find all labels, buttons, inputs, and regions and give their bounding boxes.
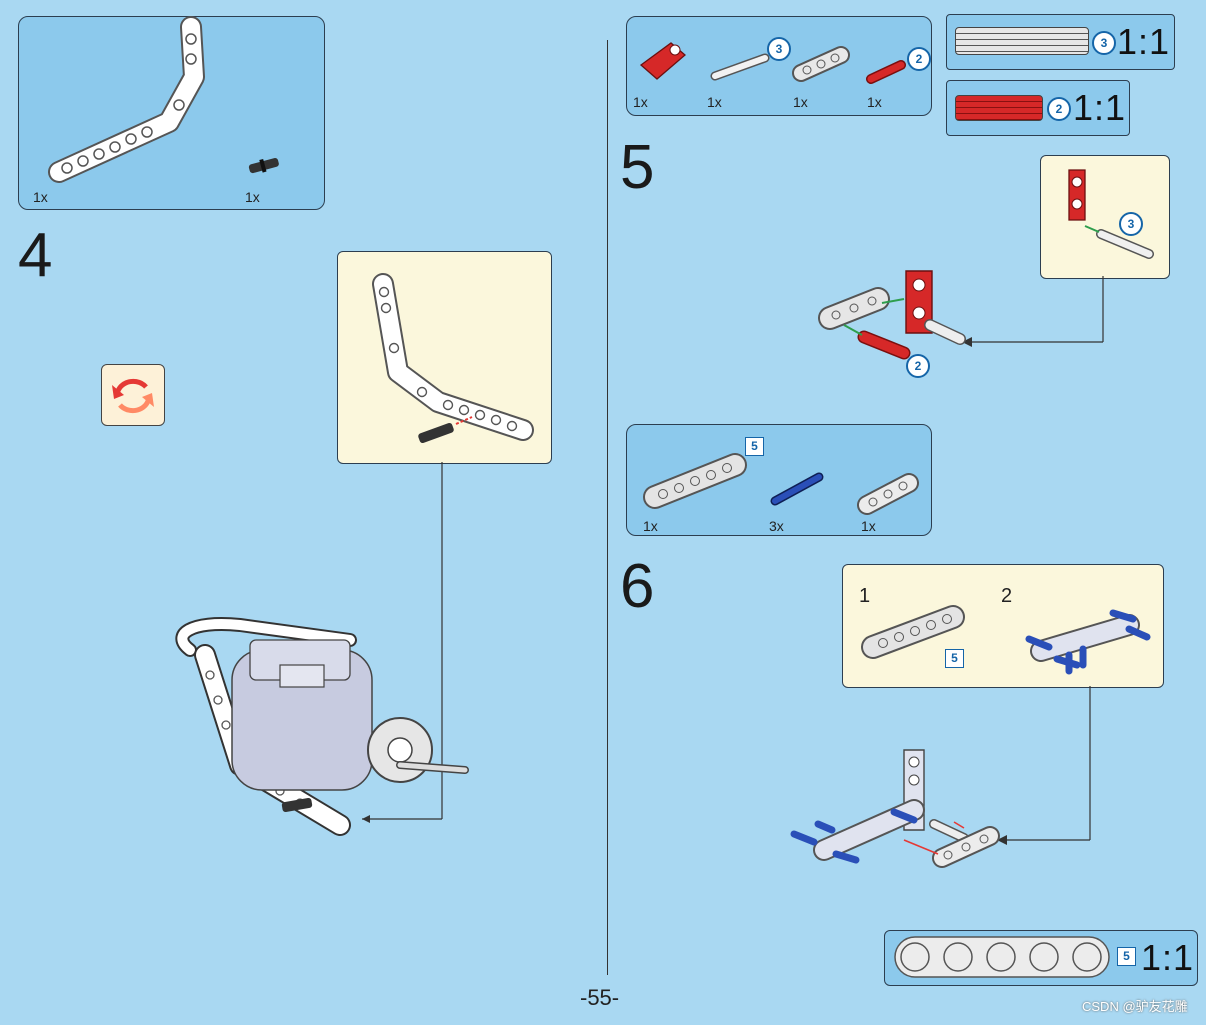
step6-callout: 1 2 5 — [842, 564, 1164, 688]
connector-scale-ratio: 1:1 — [1073, 87, 1127, 128]
red-arm-part — [639, 42, 686, 80]
axle-quantity: 1x — [707, 94, 722, 110]
long-beam-quantity: 1x — [643, 518, 658, 534]
step5-callout: 3 — [1040, 155, 1170, 279]
red-connector-part — [866, 60, 906, 84]
axle-scale-badge: 3 — [1092, 31, 1116, 55]
assembly-connector-badge: 2 — [906, 354, 930, 378]
connector-badge: 2 — [907, 47, 931, 71]
beam-quantity: 1x — [33, 189, 48, 205]
short-beam-part — [857, 473, 919, 515]
connector-scale-badge: 2 — [1047, 97, 1071, 121]
axle-scale-ratio: 1:1 — [1117, 21, 1171, 62]
substep-1-badge: 5 — [945, 649, 964, 668]
step4-pointer-line — [441, 462, 443, 819]
substep-1-beam — [861, 605, 965, 659]
substep-2-beam-with-pins — [1025, 609, 1151, 675]
step6-assembly — [790, 749, 1000, 868]
gray-axle-part — [710, 53, 770, 81]
connector-scale-bar — [955, 95, 1043, 121]
black-connector-part — [248, 157, 279, 174]
step4-assembly-motor — [175, 617, 469, 836]
step6-pointer — [997, 686, 1091, 845]
beam-scale-bar — [894, 936, 1110, 978]
axle-scale-bar — [955, 27, 1089, 55]
step-number-5: 5 — [620, 133, 655, 202]
callout-red-arm-axle — [1068, 169, 1154, 259]
step6-parts-panel: 5 1x 3x 1x — [626, 424, 932, 536]
long-beam-badge: 5 — [745, 437, 764, 456]
callout-bent-beam — [372, 273, 534, 444]
watermark: CSDN @驴友花雕 — [1082, 999, 1188, 1014]
long-beam-part — [643, 453, 747, 509]
beam-scale-badge: 5 — [1117, 947, 1136, 966]
bent-beam-part — [48, 16, 205, 183]
connector-quantity: 1x — [245, 189, 260, 205]
beam-quantity: 1x — [793, 94, 808, 110]
beam-scale-ratio: 1:1 — [1141, 937, 1195, 978]
column-divider — [607, 40, 608, 975]
step5-assembly — [818, 270, 966, 360]
small-beam-part — [792, 46, 850, 82]
red-connector-quantity: 1x — [867, 94, 882, 110]
scale-guide-beam: 5 1:1 — [884, 930, 1198, 986]
step5-pointer — [962, 276, 1104, 347]
substep-2-label: 2 — [1001, 585, 1013, 607]
short-beam-quantity: 1x — [861, 518, 876, 534]
step-number-4: 4 — [18, 221, 53, 290]
scale-guide-axle: 3 1:1 — [946, 14, 1175, 70]
callout-axle-badge: 3 — [1119, 212, 1143, 236]
step-number-6: 6 — [620, 552, 655, 621]
blue-pin-quantity: 3x — [769, 518, 784, 534]
step4-parts-panel: 1x 1x — [18, 16, 325, 210]
substep-1-label: 1 — [859, 585, 871, 607]
step4-callout — [337, 251, 552, 464]
axle-badge: 3 — [767, 37, 791, 61]
red-arm-quantity: 1x — [633, 94, 648, 110]
step4-pointer-arrow — [362, 815, 442, 823]
rotate-icon — [101, 364, 165, 426]
scale-guide-connector: 2 1:1 — [946, 80, 1130, 136]
step5-parts-panel: 3 2 1x 1x 1x 1x — [626, 16, 932, 116]
page-number: -55- — [580, 985, 620, 1010]
blue-pin-part — [770, 472, 824, 506]
